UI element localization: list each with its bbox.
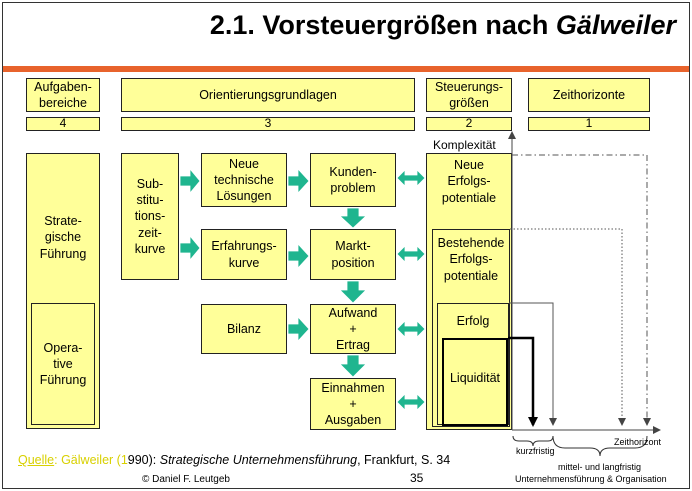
arrow-marktposition-aufwand (339, 280, 367, 304)
header-zeithorizonte: Zeithorizonte (528, 78, 650, 112)
mittel-langfristig-brace (552, 435, 648, 457)
arrow-bilanz-aufwand (287, 315, 310, 343)
marktposition-box: Markt- position (310, 229, 396, 280)
neue-erfolgspotentiale-connector (512, 154, 651, 426)
kurzfristig-brace (512, 435, 554, 447)
strategische-fuehrung-label: Strate- gische Führung (39, 214, 87, 261)
bestehende-erfolgspotentiale-connector (510, 228, 626, 426)
number-aufgabenbereiche: 4 (26, 116, 100, 131)
slide-title: 2.1. Vorsteuergrößen nach Gälweiler (209, 10, 676, 40)
arrow-neue-technik-kundenproblem (287, 167, 310, 195)
source-link[interactable]: Quelle (18, 453, 55, 467)
einnahmen-ausgaben-box: Einnahmen + Ausgaben (310, 378, 396, 430)
komplexitaet-label: Komplexität (433, 138, 496, 152)
header-steuerungsgroessen: Steuerungs- größen (426, 78, 512, 112)
erfahrungskurve-box: Erfahrungs- kurve (201, 229, 287, 280)
number-zeithorizonte: 1 (528, 116, 650, 131)
operative-fuehrung-box: Opera- tive Führung (31, 303, 95, 425)
header-orientierungsgrundlagen: Orientierungsgrundlagen (121, 78, 415, 112)
arrow-marktposition-bestehende (396, 245, 426, 263)
arrow-substitution-neue-technik (179, 167, 201, 195)
arrow-kundenproblem-neue-erfolgspotentiale (396, 169, 426, 187)
substitutionszeitkurve-box: Sub- stitu- tions- zeit- kurve (121, 153, 179, 280)
arrow-aufwand-erfolg (396, 320, 426, 338)
aufwand-ertrag-box: Aufwand + Ertrag (310, 304, 396, 354)
title-underline-bar (3, 66, 689, 72)
kurzfristig-label: kurzfristig (516, 446, 555, 456)
mittel-langfristig-label: mittel- und langfristig (558, 462, 642, 472)
header-aufgabenbereiche: Aufgaben- bereiche (26, 78, 100, 112)
neue-erfolgspotentiale-label: Neue Erfolgs- potentiale (441, 158, 497, 205)
copyright: © Daniel F. Leutgeb (142, 474, 230, 485)
kundenproblem-box: Kunden- problem (310, 153, 396, 207)
erfolg-connector (509, 302, 557, 426)
flow-arrows (179, 167, 426, 411)
arrow-substitution-erfahrungskurve (179, 234, 201, 262)
unternehmensfuehrung-organisation-label: Unternehmensführung & Organisation (515, 474, 667, 484)
arrow-aufwand-einnahmen (339, 354, 367, 378)
arrow-erfahrungskurve-marktposition (287, 242, 310, 270)
arrow-kundenproblem-marktposition (338, 207, 368, 229)
liquiditaet-connector (508, 336, 538, 427)
liquiditaet-box: Liquidität (442, 338, 508, 426)
page-number: 35 (410, 471, 424, 485)
bilanz-box: Bilanz (201, 304, 287, 354)
number-orientierungsgrundlagen: 3 (121, 116, 415, 131)
zeithorizont-label: Zeithorizont (614, 437, 662, 447)
arrow-einnahmen-liquiditaet (396, 393, 426, 411)
neue-technische-loesungen-box: Neue technische Lösungen (201, 153, 287, 207)
number-steuerungsgroessen: 2 (426, 116, 512, 131)
source-citation: Quelle: Gälweiler (1990): Strategische U… (18, 453, 451, 467)
